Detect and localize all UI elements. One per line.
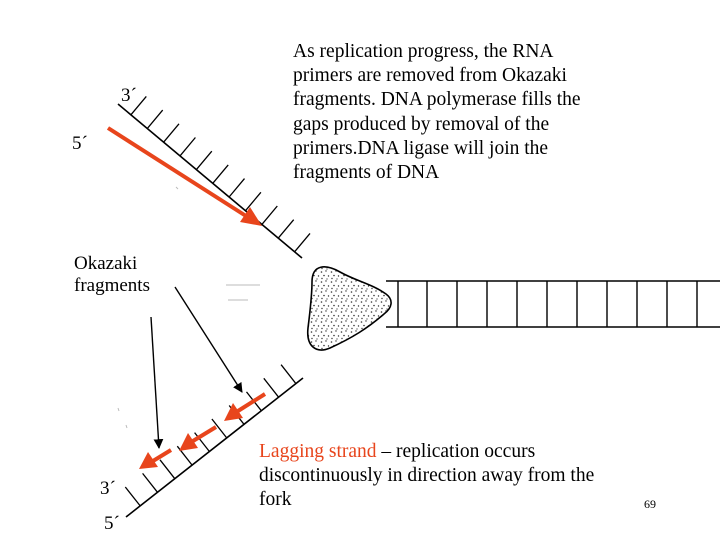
base-pair-rung: [245, 191, 262, 212]
leading-strand-arrow: [106, 126, 262, 226]
lagging-line1-rest: – replication occurs: [376, 441, 536, 462]
top-3prime-label: 3´: [121, 85, 137, 106]
upper-strand-backbone: [117, 103, 303, 259]
base-pair-rung: [263, 377, 280, 398]
base-pair-rung: [124, 486, 141, 507]
base-pair-rung: [179, 137, 196, 157]
lagging-strand-text: Lagging strand – replication occurs disc…: [259, 440, 699, 513]
lagging-line2: discontinuously in direction away from t…: [259, 465, 595, 487]
base-pair-rung: [261, 205, 278, 225]
base-pair-rung: [176, 445, 193, 466]
lagging-strand-term: Lagging strand: [259, 441, 377, 462]
lower-strand-backbone: [125, 377, 304, 518]
top-text-line: As replication progress, the RNA: [293, 41, 554, 62]
pointer-arrow-left: [150, 316, 164, 449]
okazaki-fragment-arrow-1: [224, 392, 267, 421]
bottom-5prime-label: 5´: [104, 513, 120, 534]
upper-strand-rungs: [130, 95, 311, 253]
base-pair-rung: [277, 219, 295, 239]
okazaki-fragment-arrow-3: [139, 448, 173, 469]
top-text-line: gaps produced by removal of the: [293, 113, 550, 135]
okazaki-label-line1: Okazaki: [74, 253, 138, 274]
pointer-arrow-right: [174, 286, 243, 393]
page-number: 69: [644, 497, 656, 511]
bottom-3prime-label: 3´: [100, 478, 116, 499]
base-pair-rung: [194, 432, 210, 452]
base-pair-rung: [212, 164, 229, 184]
top-text-line: primers.DNA ligase will join the: [293, 137, 549, 159]
base-pair-rung: [228, 178, 245, 198]
base-pair-rung: [280, 364, 297, 385]
top-5prime-label: 5´: [72, 133, 88, 154]
base-pair-rung: [294, 232, 311, 253]
base-pair-rung: [142, 472, 159, 493]
base-pair-rung: [195, 150, 213, 171]
lower-strand-rungs: [124, 364, 297, 507]
helicase-blob: [306, 266, 392, 351]
base-pair-rung: [163, 123, 180, 143]
top-explanation-text: As replication progress, the RNA primers…: [293, 40, 713, 185]
base-pair-rung: [211, 418, 228, 439]
top-text-line: primers are removed from Okazaki: [293, 65, 567, 87]
scan-marks: [117, 186, 260, 429]
okazaki-fragment-arrow-2: [179, 425, 218, 451]
parental-dna-duplex: [386, 280, 720, 328]
top-text-line: fragments of DNA: [293, 162, 440, 184]
lagging-line3: fork: [259, 489, 292, 511]
base-pair-rung: [146, 109, 164, 129]
top-text-line: fragments. DNA polymerase fills the: [293, 89, 581, 111]
base-pair-rung: [130, 95, 147, 116]
okazaki-label-line2: fragments: [74, 275, 150, 296]
base-pair-rung: [159, 459, 176, 480]
